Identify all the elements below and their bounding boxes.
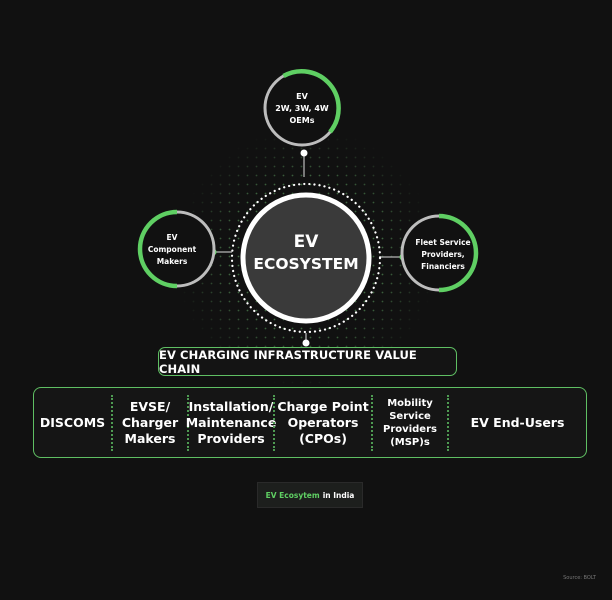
- dotted-ring: [230, 182, 382, 334]
- connector-dot-top: [300, 149, 308, 157]
- node-fleet-financiers: Fleet Service Providers, Financiers: [400, 213, 479, 293]
- svg-text:EV: EV: [296, 92, 308, 101]
- node-component-makers: EV Component Makers: [137, 209, 216, 289]
- caption: EV Ecosytem in India: [257, 482, 363, 508]
- chain-item-end-users: EV End-Users: [470, 414, 565, 430]
- chain-item-installation: Installation/ Maintenance Providers: [185, 398, 277, 446]
- svg-text:Providers,: Providers,: [421, 250, 464, 259]
- center-line2: ECOSYSTEM: [253, 255, 358, 273]
- svg-text:EV: EV: [167, 233, 178, 242]
- chain-item-cpos: Charge Point Operators (CPOs): [277, 398, 369, 446]
- svg-text:OEMs: OEMs: [290, 116, 315, 125]
- svg-text:Component: Component: [148, 245, 197, 254]
- value-chain: DISCOMS EVSE/ Charger Makers Installatio…: [33, 387, 587, 458]
- divider: [187, 394, 189, 451]
- caption-highlight: EV Ecosytem: [265, 490, 320, 500]
- node-oems: EV 2W, 3W, 4W OEMs: [263, 69, 341, 147]
- svg-text:2W, 3W, 4W: 2W, 3W, 4W: [275, 104, 329, 113]
- center-circle: [240, 192, 372, 324]
- svg-text:Fleet Service: Fleet Service: [415, 238, 470, 247]
- chain-item-evse: EVSE/ Charger Makers: [121, 398, 179, 446]
- divider: [273, 394, 275, 451]
- svg-text:Makers: Makers: [157, 257, 188, 266]
- chain-item-msp: Mobility Service Providers (MSP)s: [383, 397, 437, 448]
- divider: [111, 394, 113, 451]
- svg-text:Financiers: Financiers: [421, 262, 465, 271]
- divider: [447, 394, 449, 451]
- value-chain-title: EV CHARGING INFRASTRUCTURE VALUE CHAIN: [158, 347, 457, 376]
- center-line1: EV: [294, 232, 320, 252]
- source-note: Source: BOLT: [563, 575, 596, 581]
- divider: [371, 394, 373, 451]
- connector-dot-bottom: [302, 339, 310, 347]
- chain-item-discoms: DISCOMS: [39, 414, 106, 430]
- caption-rest: in India: [322, 490, 355, 500]
